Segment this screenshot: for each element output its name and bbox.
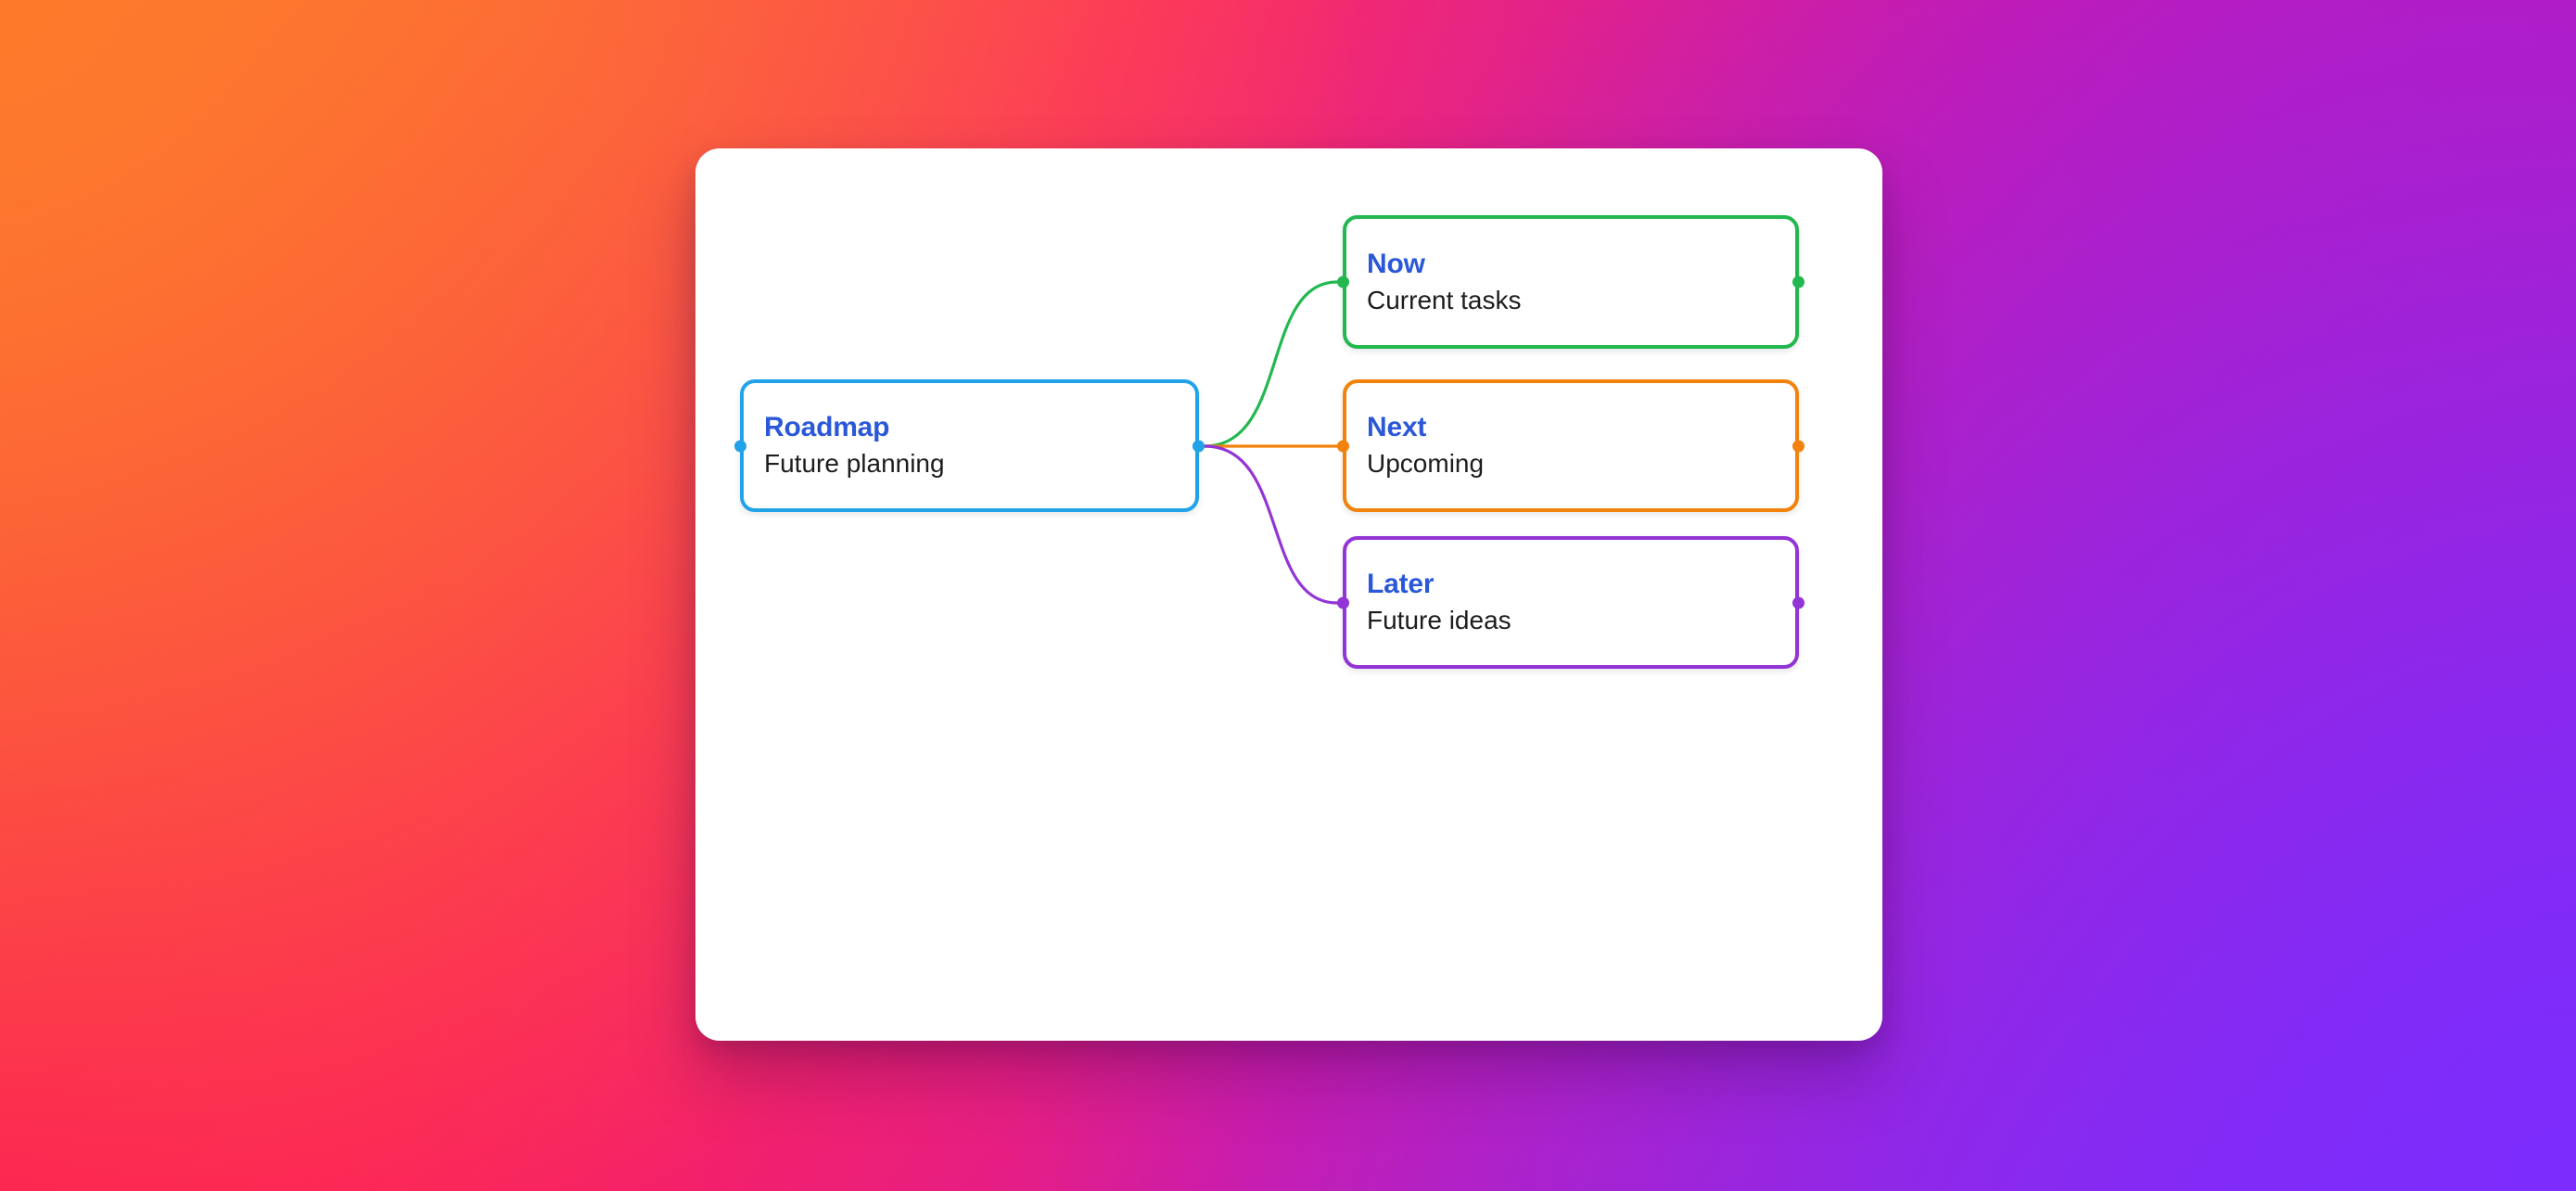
node-roadmap-title: Roadmap <box>764 412 890 443</box>
diagram-canvas[interactable]: Roadmap Future planning Now Current task… <box>695 148 1882 1041</box>
edge-roadmap-later <box>1203 444 1339 605</box>
node-next-title: Next <box>1367 412 1427 443</box>
handle-source-now[interactable] <box>1792 275 1804 288</box>
node-later[interactable]: Later Future ideas <box>1337 536 1804 669</box>
edge-roadmap-now <box>1203 280 1339 448</box>
diagram-card: Roadmap Future planning Now Current task… <box>695 148 1882 1041</box>
node-later-subtitle: Future ideas <box>1367 606 1511 634</box>
node-now[interactable]: Now Current tasks <box>1337 215 1804 349</box>
handle-target-next[interactable] <box>1337 440 1349 452</box>
node-next-subtitle: Upcoming <box>1367 449 1485 478</box>
handle-source-later[interactable] <box>1792 596 1804 608</box>
handle-target-later[interactable] <box>1337 596 1349 608</box>
node-roadmap-subtitle: Future planning <box>764 449 945 478</box>
node-now-title: Now <box>1367 248 1425 279</box>
handle-target-now[interactable] <box>1337 275 1349 288</box>
node-next[interactable]: Next Upcoming <box>1337 379 1804 512</box>
handle-source-next[interactable] <box>1792 440 1804 452</box>
node-now-subtitle: Current tasks <box>1367 285 1522 314</box>
handle-source-roadmap[interactable] <box>1192 440 1205 452</box>
node-roadmap[interactable]: Roadmap Future planning <box>734 379 1205 512</box>
node-later-title: Later <box>1367 569 1435 600</box>
handle-target-roadmap[interactable] <box>734 440 746 452</box>
